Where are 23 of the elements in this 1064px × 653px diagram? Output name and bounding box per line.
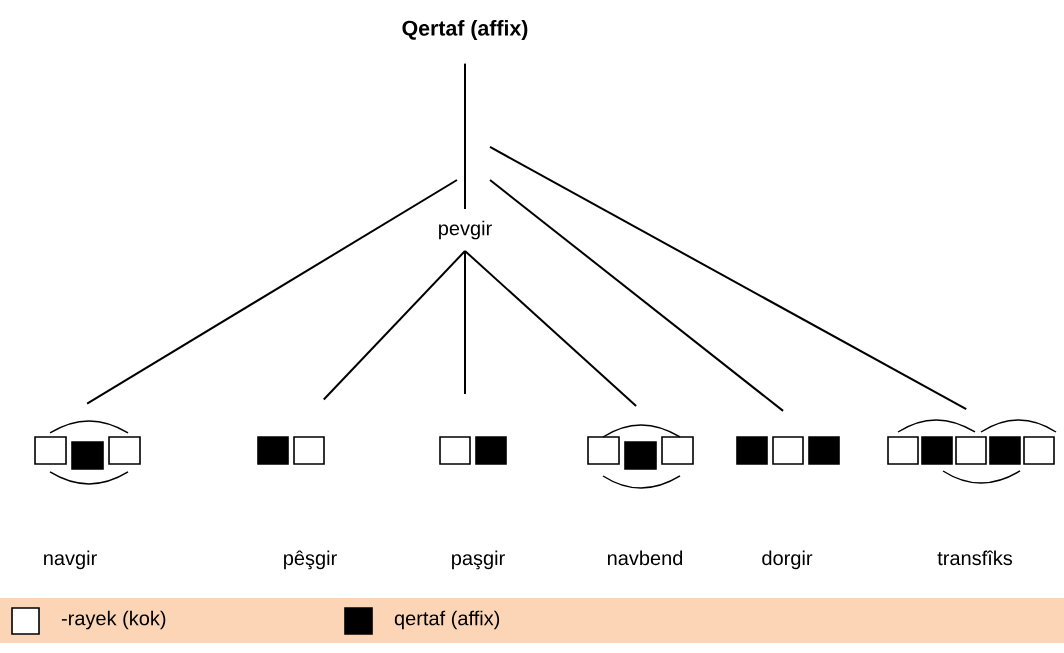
node-label: dorgir bbox=[762, 550, 813, 570]
branch-label: pevgir bbox=[439, 220, 492, 240]
node-label: transfîks bbox=[937, 550, 1013, 566]
morpheme-pattern: navbend bbox=[587, 424, 694, 566]
tree-line bbox=[489, 146, 968, 411]
tree-line bbox=[86, 179, 458, 405]
tree-line bbox=[322, 250, 466, 401]
node-label: pêşgir bbox=[284, 550, 337, 570]
morpheme-pattern: navgir bbox=[34, 420, 141, 570]
morpheme-pattern: paşgir bbox=[439, 436, 507, 570]
legend-item: qertaf (affix) bbox=[344, 607, 500, 635]
morpheme-pattern: pêşgir bbox=[257, 436, 337, 570]
node-label: navgir bbox=[44, 550, 97, 570]
tree-line bbox=[464, 62, 466, 210]
morpheme-pattern: dorgir bbox=[736, 436, 840, 570]
tree-line bbox=[464, 250, 466, 395]
node-label: navbend bbox=[607, 550, 683, 566]
legend-item: -rayek (kok) bbox=[11, 607, 166, 635]
tree-line bbox=[464, 250, 638, 407]
morpheme-pattern: transfîks bbox=[887, 419, 1057, 566]
node-label: paşgir bbox=[452, 550, 505, 570]
tree-line bbox=[489, 179, 785, 412]
root-label: Qertaf (affix) bbox=[402, 20, 528, 40]
